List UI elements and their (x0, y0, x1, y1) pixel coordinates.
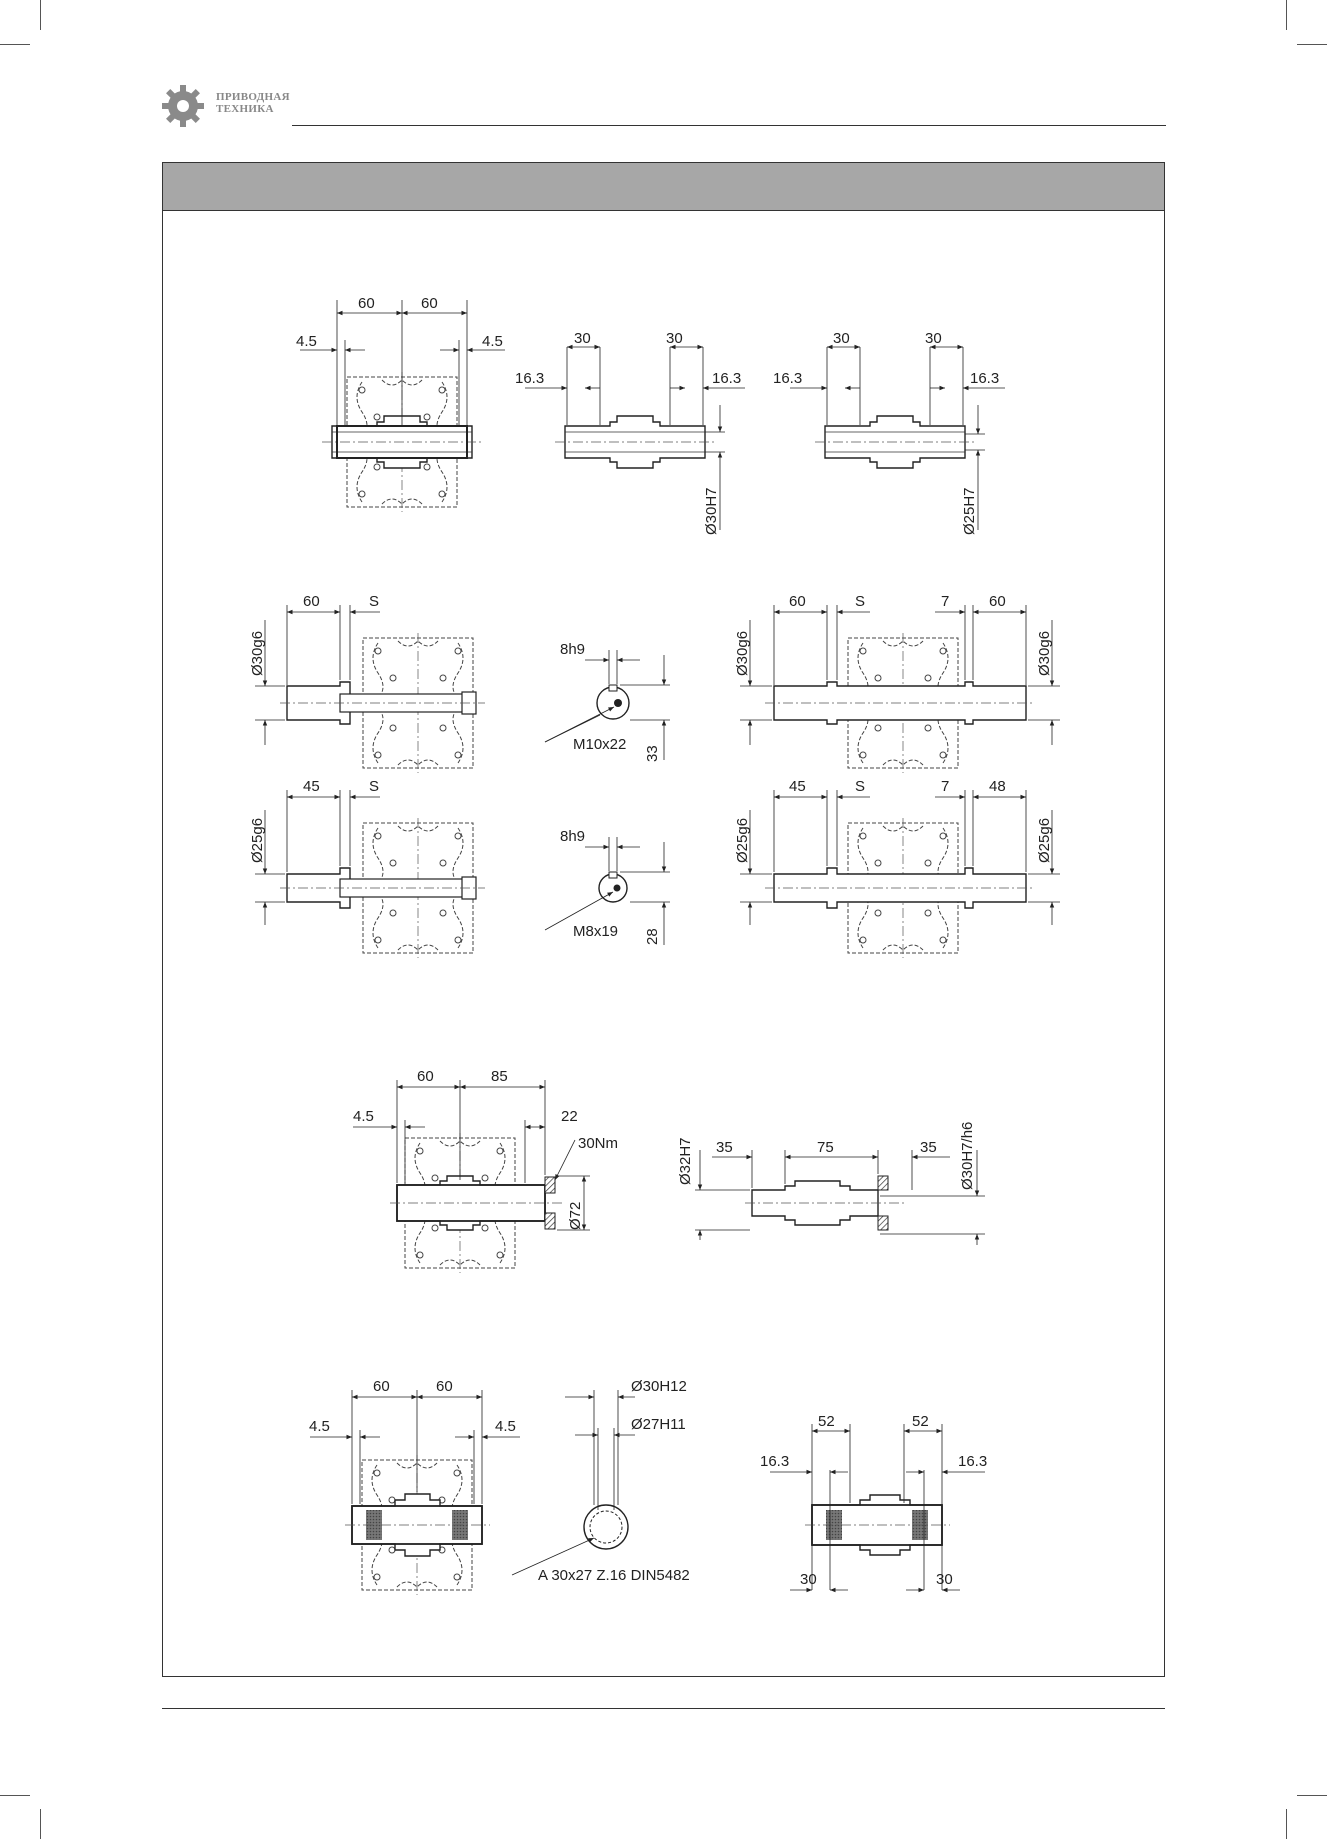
footer-rule (162, 1708, 1165, 1709)
shaft-key-m8: 8h9 M8x19 28 (544, 828, 670, 945)
dim-16.3-left: 16.3 (760, 1453, 789, 1470)
dim-16.3-left: 16.3 (773, 370, 802, 387)
dim-32h7: Ø32H7 (677, 1137, 694, 1185)
dim-75: 75 (817, 1139, 834, 1156)
dim-16.3-right: 16.3 (970, 370, 999, 387)
dim-4.5-left: 4.5 (296, 333, 317, 350)
dim-30-left: 30 (833, 330, 850, 347)
dim-45: 45 (789, 778, 806, 795)
dim-25g6-right: Ø25g6 (1036, 818, 1053, 863)
solid-shaft-25-single: 45 S Ø25g6 (249, 778, 485, 959)
dim-22: 22 (561, 1108, 578, 1125)
dim-72: Ø72 (567, 1202, 584, 1230)
dim-30g6-left: Ø30g6 (734, 631, 751, 676)
crop-mark (1297, 44, 1327, 45)
dim-s: S (855, 778, 865, 795)
dim-s: S (855, 593, 865, 610)
dim-60-right: 60 (989, 593, 1006, 610)
dim-45: 45 (303, 778, 320, 795)
dim-16.3-left: 16.3 (515, 370, 544, 387)
dim-60: 60 (303, 593, 320, 610)
shaft-key-m10: 8h9 M10x22 33 (544, 641, 670, 762)
dim-52-right: 52 (912, 1413, 929, 1430)
content-frame (162, 162, 1165, 1677)
dim-35-right: 35 (920, 1139, 937, 1156)
dim-60-right: 60 (436, 1378, 453, 1395)
dim-30-right: 30 (666, 330, 683, 347)
dim-60-left: 60 (373, 1378, 390, 1395)
crop-mark (40, 0, 41, 30)
dim-35-left: 35 (716, 1139, 733, 1156)
dim-33: 33 (644, 745, 661, 762)
dim-60-left: 60 (789, 593, 806, 610)
torque-30nm: 30Nm (578, 1135, 618, 1152)
thread-m8x19: M8x19 (573, 923, 618, 940)
crop-mark (1297, 1795, 1327, 1796)
brand-line1: ПРИВОДНАЯ (216, 91, 290, 103)
dim-30-left: 30 (800, 1571, 817, 1588)
hollow-shaft-25: 30 30 16.3 16.3 Ø25H7 (773, 330, 1005, 535)
crop-mark (0, 44, 30, 45)
solid-shaft-30-double: 60 S 7 60 Ø30g6 Ø30g6 (734, 593, 1060, 774)
hollow-shaft-30: 30 30 16.3 16.3 Ø30H7 (515, 330, 745, 535)
dim-30-right: 30 (936, 1571, 953, 1588)
dim-25g6: Ø25g6 (249, 818, 266, 863)
dim-60-right: 60 (421, 295, 438, 312)
dim-30-left: 30 (574, 330, 591, 347)
brand-logo: ПРИВОДНАЯ ТЕХНИКА (160, 83, 300, 133)
dim-7: 7 (941, 778, 949, 795)
brand-name: ПРИВОДНАЯ ТЕХНИКА (216, 91, 290, 115)
dim-60-left: 60 (358, 295, 375, 312)
splined-shaft: 52 52 16.3 16.3 30 30 (760, 1413, 987, 1593)
dim-85: 85 (491, 1068, 508, 1085)
crop-mark (0, 1795, 30, 1796)
crop-mark (1286, 0, 1287, 30)
solid-shaft-30-single: 60 S Ø30g6 (249, 593, 485, 774)
dim-28: 28 (644, 928, 661, 945)
dim-bore-25h7: Ø25H7 (961, 487, 978, 535)
spline-spec: A 30x27 Z.16 DIN5482 (538, 1567, 690, 1584)
title-band (163, 163, 1164, 211)
header-rule (292, 125, 1166, 126)
dim-16.3-right: 16.3 (712, 370, 741, 387)
dim-30g6: Ø30g6 (249, 631, 266, 676)
dim-27h11: Ø27H11 (631, 1416, 686, 1433)
dim-7: 7 (941, 593, 949, 610)
dim-25g6-left: Ø25g6 (734, 818, 751, 863)
solid-shaft-25-double: 45 S 7 48 Ø25g6 Ø25g6 (734, 778, 1060, 959)
dim-s: S (369, 778, 379, 795)
dim-s: S (369, 593, 379, 610)
dim-30h7-h6: Ø30H7/h6 (959, 1122, 976, 1190)
spline-profile: Ø30H12 Ø27H11 A 30x27 Z.16 DIN5482 (511, 1378, 690, 1584)
dim-4.5: 4.5 (353, 1108, 374, 1125)
brand-line2: ТЕХНИКА (216, 103, 274, 115)
dim-60: 60 (417, 1068, 434, 1085)
hollow-shaft-unit: 60 60 4.5 4.5 (296, 295, 505, 513)
dim-30g6-right: Ø30g6 (1036, 631, 1053, 676)
dim-8h9: 8h9 (560, 641, 585, 658)
dim-52-left: 52 (818, 1413, 835, 1430)
crop-mark (40, 1809, 41, 1839)
shrink-disc-shaft: Ø32H7 35 75 35 Ø30H7/h6 (677, 1122, 985, 1245)
dim-30-right: 30 (925, 330, 942, 347)
shrink-disc-unit: 60 85 4.5 22 30Nm Ø72 (353, 1068, 618, 1274)
dim-16.3-right: 16.3 (958, 1453, 987, 1470)
dim-30h12: Ø30H12 (631, 1378, 687, 1395)
crop-mark (1286, 1809, 1287, 1839)
dim-4.5-right: 4.5 (482, 333, 503, 350)
dim-8h9: 8h9 (560, 828, 585, 845)
splined-unit: 60 60 4.5 4.5 (309, 1378, 520, 1596)
thread-m10x22: M10x22 (573, 736, 626, 753)
dim-4.5-right: 4.5 (495, 1418, 516, 1435)
gear-logo-icon (162, 85, 204, 127)
dim-4.5-left: 4.5 (309, 1418, 330, 1435)
dim-48: 48 (989, 778, 1006, 795)
dim-bore-30h7: Ø30H7 (703, 487, 720, 535)
